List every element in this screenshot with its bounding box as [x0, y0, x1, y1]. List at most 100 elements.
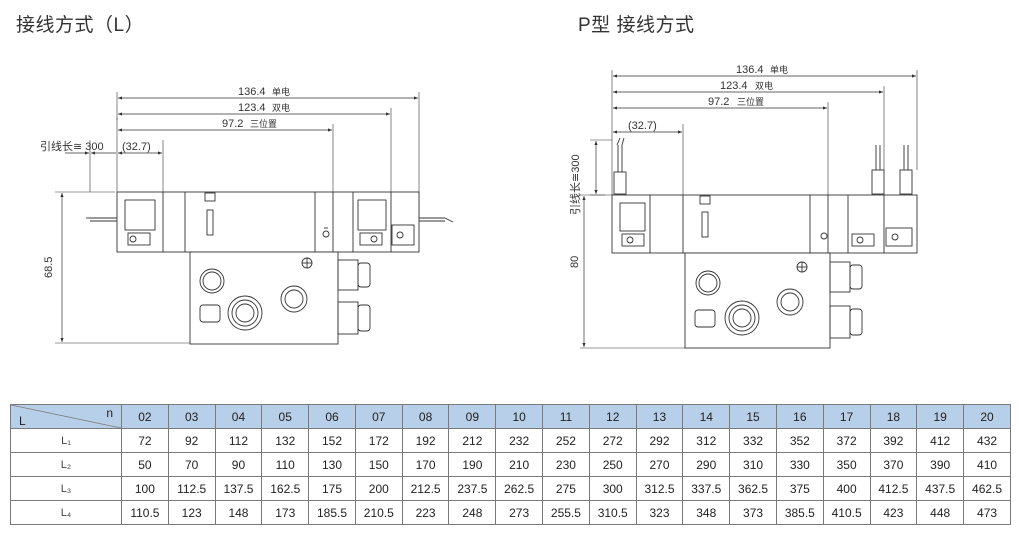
row-label: L₂ [10, 452, 122, 477]
table-cell: 232 [495, 428, 544, 453]
table-cell: 123 [167, 500, 216, 525]
right-valve-drawing [580, 70, 918, 349]
table-cell: 312.5 [635, 476, 684, 501]
table-cell: 90 [214, 452, 263, 477]
right-lead-length-label: 引线长≅300 [568, 154, 582, 215]
table-cell: 200 [354, 476, 403, 501]
table-column-header: 09 [448, 404, 497, 429]
left-height-label: 68.5 [43, 257, 55, 278]
table-cell: 310.5 [588, 500, 637, 525]
left-dimension-labels: 136.4 单电 123.4 双电 97.2 三位置 (32.7) 引线长≅ 3… [40, 86, 290, 278]
corner-L-label: L [19, 414, 26, 428]
table-cell: 70 [167, 452, 216, 477]
table-cell: 223 [401, 500, 450, 525]
table-cell: 330 [775, 452, 824, 477]
table-cell: 185.5 [308, 500, 356, 525]
table-column-header: 18 [869, 404, 918, 429]
row-label: L₄ [10, 500, 122, 525]
row-label: L₁ [10, 428, 122, 453]
table-column-header: 11 [542, 404, 590, 429]
table-cell: 250 [588, 452, 637, 477]
table-column-header: 13 [635, 404, 684, 429]
table-cell: 112 [214, 428, 263, 453]
table-cell: 362.5 [729, 476, 777, 501]
table-cell: 72 [121, 428, 169, 453]
table-cell: 262.5 [495, 476, 544, 501]
right-dim-double-unit: 双电 [755, 80, 773, 91]
table-cell: 130 [308, 452, 356, 477]
table-cell: 272 [588, 428, 637, 453]
table-column-header: 15 [729, 404, 777, 429]
table-cell: 100 [121, 476, 169, 501]
table-cell: 448 [916, 500, 965, 525]
table-cell: 310 [729, 452, 777, 477]
table-cell: 110.5 [121, 500, 169, 525]
table-cell: 385.5 [775, 500, 824, 525]
right-dim-single-value: 136.4 [736, 64, 764, 76]
table-cell: 110 [261, 452, 310, 477]
table-cell: 312 [682, 428, 731, 453]
table-column-header: 12 [588, 404, 637, 429]
left-dim-double-unit: 双电 [272, 102, 290, 113]
table-cell: 473 [963, 500, 1011, 525]
corner-n-label: n [106, 406, 113, 420]
table-cell: 337.5 [682, 476, 731, 501]
table-cell: 270 [635, 452, 684, 477]
table-cell: 252 [542, 428, 590, 453]
table-corner-cell: n L [10, 404, 122, 429]
table-cell: 423 [869, 500, 918, 525]
left-dim-three-unit: 三位置 [250, 118, 277, 129]
right-height-label: 80 [569, 256, 581, 268]
table-column-header: 06 [308, 404, 356, 429]
table-column-header: 20 [963, 404, 1011, 429]
table-column-header: 10 [495, 404, 544, 429]
table-cell: 323 [635, 500, 684, 525]
table-column-header: 02 [121, 404, 169, 429]
table-cell: 370 [869, 452, 918, 477]
table-cell: 210 [495, 452, 544, 477]
table-cell: 350 [822, 452, 871, 477]
left-lead-length-label: 引线长≅ 300 [40, 139, 104, 153]
right-dim-single-unit: 单电 [770, 64, 788, 75]
table-cell: 462.5 [963, 476, 1011, 501]
table-cell: 392 [869, 428, 918, 453]
table-cell: 132 [261, 428, 310, 453]
table-cell: 148 [214, 500, 263, 525]
right-dimension-labels: 136.4 单电 123.4 双电 97.2 三位置 (32.7) 引线长≅30… [568, 64, 788, 268]
table-column-header: 17 [822, 404, 871, 429]
table-cell: 290 [682, 452, 731, 477]
table-cell: 192 [401, 428, 450, 453]
table-column-header: 05 [261, 404, 310, 429]
right-dim-double-value: 123.4 [720, 80, 748, 92]
table-cell: 255.5 [542, 500, 590, 525]
left-dim-single-value: 136.4 [238, 86, 266, 98]
table-cell: 212 [448, 428, 497, 453]
left-drawing-title: 接线方式（L） [16, 15, 145, 36]
left-dim-offset: (32.7) [122, 141, 151, 153]
left-dim-single-unit: 单电 [272, 86, 290, 97]
table-cell: 437.5 [916, 476, 965, 501]
table-cell: 50 [121, 452, 169, 477]
table-cell: 212.5 [401, 476, 450, 501]
table-cell: 172 [354, 428, 403, 453]
table-cell: 275 [542, 476, 590, 501]
right-dim-three-value: 97.2 [708, 96, 729, 108]
table-cell: 137.5 [214, 476, 263, 501]
table-column-header: 07 [354, 404, 403, 429]
table-cell: 152 [308, 428, 356, 453]
table-cell: 300 [588, 476, 637, 501]
table-cell: 332 [729, 428, 777, 453]
table-column-header: 14 [682, 404, 731, 429]
technical-drawings: 136.4 单电 123.4 双电 97.2 三位置 (32.7) 引线长≅ 3… [40, 64, 918, 349]
right-drawing-title: P型 接线方式 [578, 15, 695, 36]
table-cell: 372 [822, 428, 871, 453]
table-cell: 412 [916, 428, 965, 453]
left-valve-drawing [55, 92, 454, 345]
table-cell: 210.5 [354, 500, 403, 525]
